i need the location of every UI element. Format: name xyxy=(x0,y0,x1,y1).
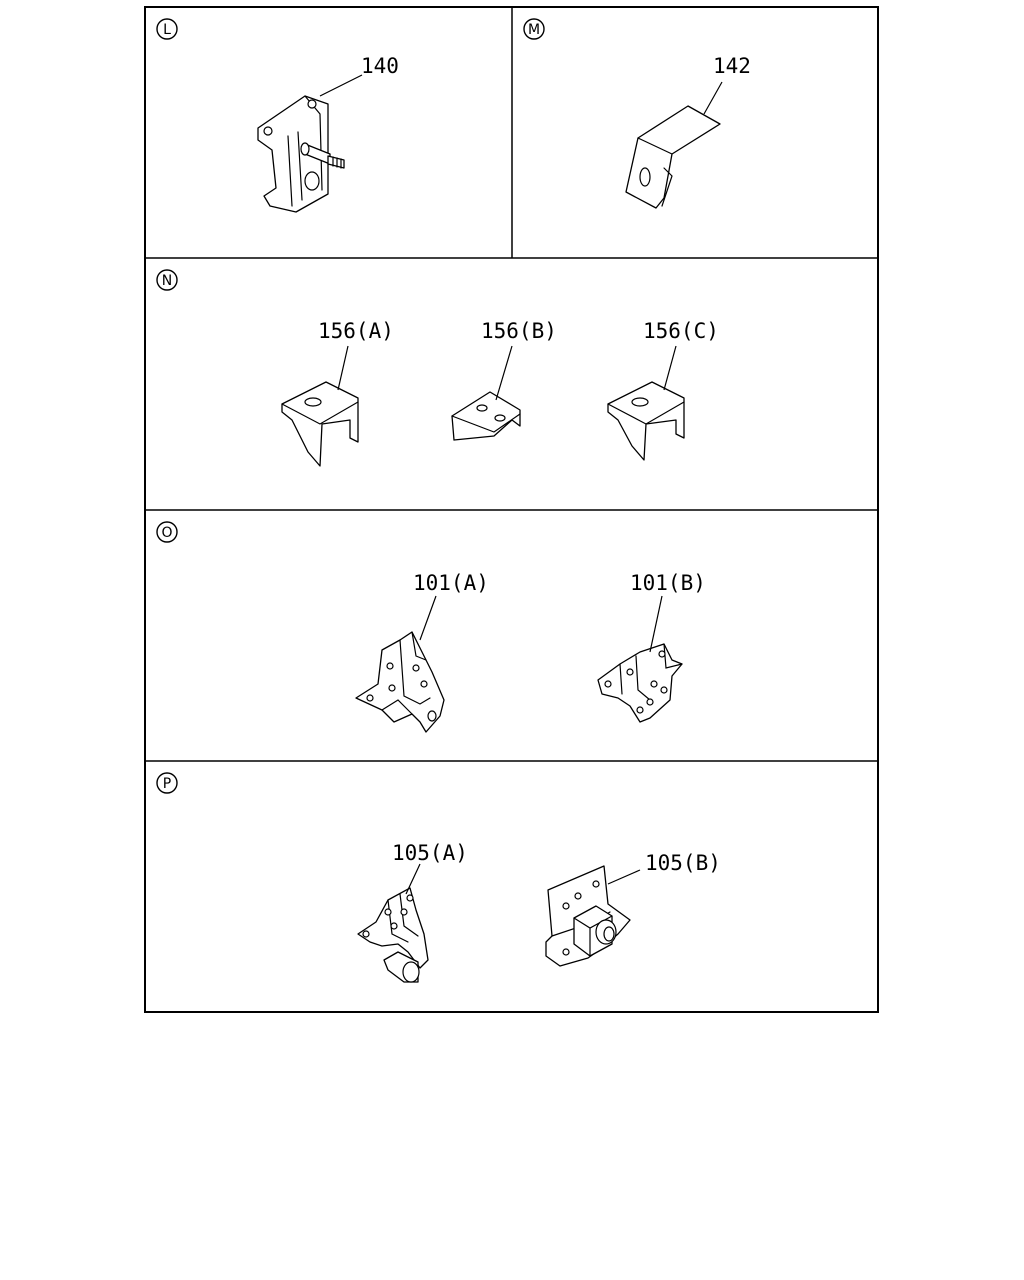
callout-156b: 156(B) xyxy=(481,319,557,343)
callout-105b: 105(B) xyxy=(645,851,721,875)
leader-101b xyxy=(649,595,663,653)
leader-156a xyxy=(337,345,349,391)
section-p: P 105(A) 105(B) xyxy=(156,772,721,983)
callout-156c: 156(C) xyxy=(643,319,719,343)
leader-140 xyxy=(319,74,363,97)
part-140-drawing xyxy=(257,95,345,213)
section-letter-m: M xyxy=(528,22,540,38)
section-marker-m: M xyxy=(523,18,545,40)
leader-156c xyxy=(663,345,677,391)
section-marker-o: O xyxy=(156,521,178,543)
part-101b-drawing xyxy=(597,643,683,723)
callout-140: 140 xyxy=(361,54,399,78)
part-101a-drawing xyxy=(355,631,445,733)
section-o: O 101(A) 101(B) xyxy=(156,521,706,733)
section-marker-l: L xyxy=(156,18,178,40)
section-l: L 140 xyxy=(156,18,399,213)
leader-105a xyxy=(405,863,421,895)
section-n: N 156(A) 156(B) 156(C) xyxy=(156,269,719,467)
part-156b-drawing xyxy=(451,391,521,441)
leader-142 xyxy=(703,81,723,115)
leader-101a xyxy=(419,595,437,641)
section-letter-p: P xyxy=(163,776,171,792)
leader-105b xyxy=(607,869,641,885)
section-m: M 142 xyxy=(523,18,751,209)
section-letter-l: L xyxy=(163,22,171,38)
callout-101a: 101(A) xyxy=(413,571,489,595)
part-105b-drawing xyxy=(545,865,631,967)
callout-142: 142 xyxy=(713,54,751,78)
part-156c-drawing xyxy=(607,381,685,461)
section-letter-o: O xyxy=(161,525,172,541)
section-letter-n: N xyxy=(162,273,172,289)
part-105a-drawing xyxy=(357,887,429,983)
callout-156a: 156(A) xyxy=(318,319,394,343)
part-142-drawing xyxy=(625,105,721,209)
callout-101b: 101(B) xyxy=(630,571,706,595)
section-marker-n: N xyxy=(156,269,178,291)
leader-156b xyxy=(495,345,513,401)
callout-105a: 105(A) xyxy=(392,841,468,865)
section-marker-p: P xyxy=(156,772,178,794)
part-156a-drawing xyxy=(281,381,359,467)
